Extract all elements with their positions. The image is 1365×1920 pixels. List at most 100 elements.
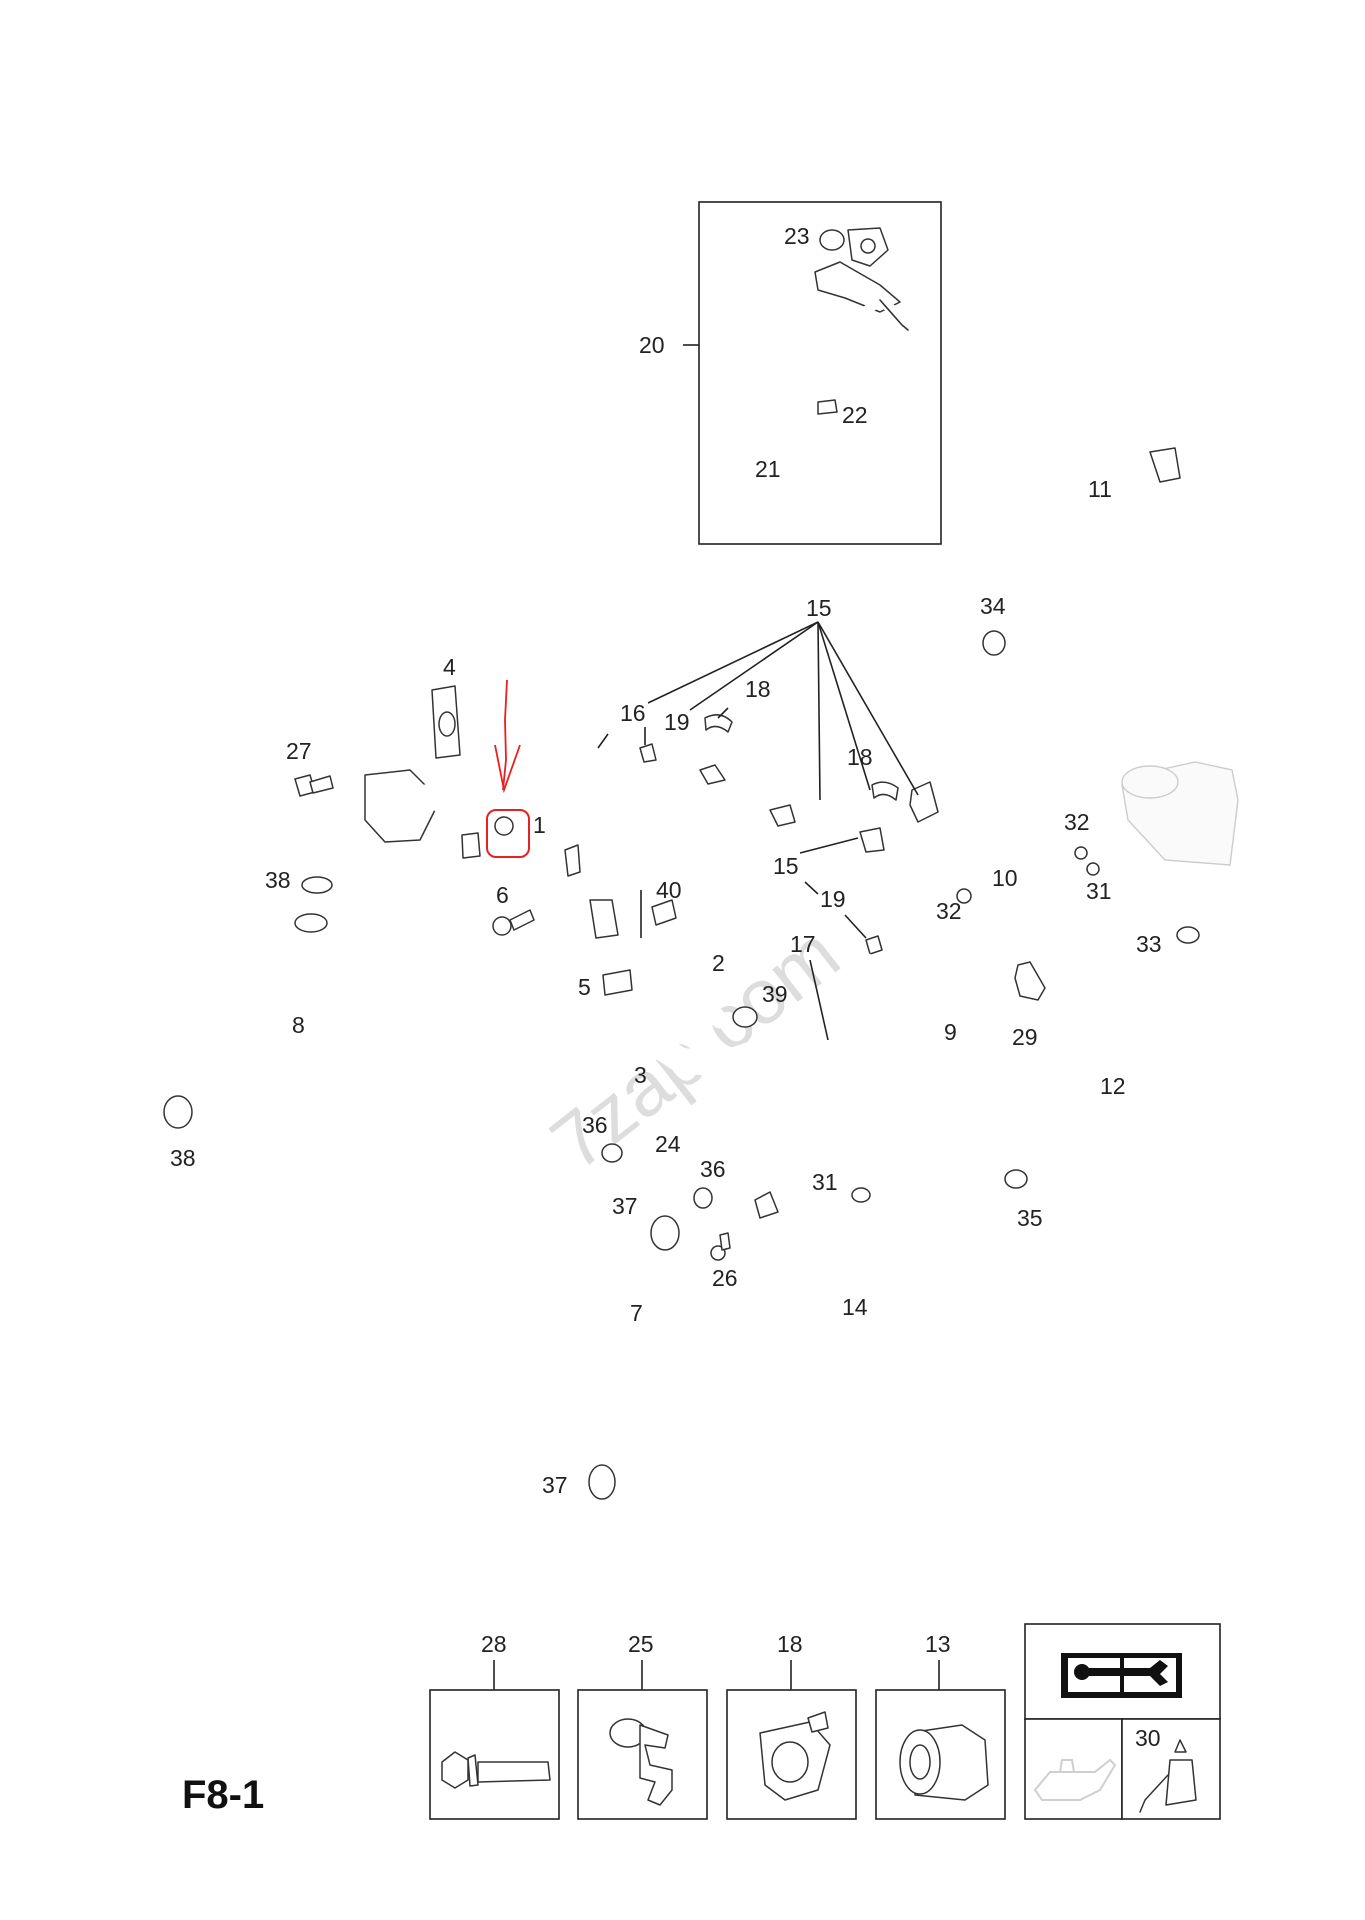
callout-35: 35 (1017, 1205, 1043, 1231)
pipe-15-icon (676, 751, 939, 934)
callout-18-mid: 18 (847, 744, 873, 770)
clamp-37-lower-icon (588, 1464, 616, 1500)
inset-box-20 (683, 201, 942, 545)
callout-10: 10 (992, 865, 1018, 891)
legend-sealant-box: 30 (1121, 1718, 1221, 1820)
clamp-37-upper-icon (650, 1215, 680, 1251)
callout-37-top: 37 (612, 1193, 638, 1219)
hose-3-icon (627, 992, 761, 1078)
callout-27: 27 (286, 738, 312, 764)
callout-36-right: 36 (700, 1156, 726, 1182)
callout-11: 11 (1088, 476, 1112, 502)
callout-17: 17 (790, 931, 816, 957)
callout-5: 5 (578, 974, 591, 1000)
hose-11-icon (1008, 447, 1181, 650)
callout-3: 3 (634, 1062, 647, 1088)
callout-12: 12 (1100, 1073, 1126, 1099)
callout-2: 2 (712, 950, 725, 976)
callout-23: 23 (784, 223, 810, 249)
bolt-27-icon (294, 774, 334, 797)
callout-31-right: 31 (1086, 878, 1112, 904)
bolt-6-icon (492, 909, 535, 936)
clamp-33-icon (1176, 926, 1200, 944)
callout-39: 39 (762, 981, 788, 1007)
callout-15-top: 15 (806, 595, 832, 621)
clip-18-mid-icon (871, 781, 899, 801)
legend-number-25: 25 (628, 1631, 654, 1657)
callout-8: 8 (292, 1012, 305, 1038)
strap-29-icon (1014, 961, 1046, 1001)
expansion-tank-icon (1121, 761, 1239, 866)
legend-number-18: 18 (777, 1631, 803, 1657)
clamp-31-left-icon (851, 1187, 871, 1203)
hose-12-icon (1051, 1029, 1201, 1149)
clamp-39-icon (732, 1006, 758, 1028)
callout-20: 20 (639, 332, 665, 358)
callout-29: 29 (1012, 1024, 1038, 1050)
clamp-31-right-icon (1086, 862, 1100, 876)
hose-24-icon (629, 1153, 697, 1194)
legend-box-25: 25 (577, 1631, 708, 1820)
legend-box-28: 28 (429, 1631, 560, 1820)
hose-8-icon (198, 913, 328, 1107)
callout-19-top: 19 (664, 709, 690, 735)
callout-38-top: 38 (265, 867, 291, 893)
sleeve-5-icon (602, 969, 633, 996)
legend-number-13: 13 (925, 1631, 951, 1657)
clamp-36-right-icon (693, 1187, 713, 1209)
callout-21: 21 (755, 456, 781, 482)
clamp-34-icon (982, 630, 1006, 656)
callout-24: 24 (655, 1131, 681, 1157)
callout-32-top: 32 (1064, 809, 1090, 835)
highlight-mark (486, 809, 530, 858)
callout-33: 33 (1136, 931, 1162, 957)
clamp-32-upper-icon (1074, 846, 1088, 860)
hose-10-icon (976, 854, 1072, 912)
callout-36-left: 36 (582, 1112, 608, 1138)
hose-21-icon (749, 439, 823, 537)
legend-oil-box (1024, 1718, 1123, 1820)
leader-lines (597, 621, 919, 1041)
clamp-35-icon (1004, 1169, 1028, 1189)
legend-box-18: 18 (726, 1631, 857, 1820)
clip-19-lower-icon (865, 935, 883, 955)
callout-22: 22 (842, 402, 868, 428)
legend-number-30: 30 (1135, 1725, 1161, 1751)
callout-19-mid: 19 (820, 886, 846, 912)
clamp-36-left-icon (601, 1143, 623, 1163)
callout-1: 1 (533, 812, 546, 838)
pipe-1-icon (313, 769, 619, 960)
clip-22-icon (817, 399, 838, 415)
bolt-26-icon (710, 1232, 731, 1261)
callout-9: 9 (944, 1019, 957, 1045)
callout-26: 26 (712, 1265, 738, 1291)
clamp-32-lower-icon (956, 888, 972, 904)
legend-number-28: 28 (481, 1631, 507, 1657)
sealant-bottle-icon (1139, 1739, 1197, 1813)
book-wrench-icon (1061, 1653, 1182, 1698)
callout-40: 40 (656, 877, 682, 903)
grommet-clip-icon (759, 1711, 831, 1801)
legend-manual-box (1024, 1623, 1221, 1720)
bolt-icon (441, 1751, 551, 1789)
pipe-9-icon (851, 871, 1064, 1194)
clamp-38-upper-icon (301, 876, 333, 894)
highlight-arrow (494, 679, 521, 794)
pipe-14-icon (724, 1191, 966, 1276)
callout-6: 6 (496, 882, 509, 908)
clip-icon (609, 1718, 673, 1806)
callout-14: 14 (842, 1294, 868, 1320)
legend-box-13: 13 (875, 1631, 1006, 1820)
hose-2-icon (663, 936, 729, 1029)
callout-18-top: 18 (745, 676, 771, 702)
oil-can-icon (1033, 1758, 1117, 1801)
callout-34: 34 (980, 593, 1006, 619)
page-code: F8-1 (182, 1773, 264, 1817)
callout-labels: 23 20 22 21 11 34 15 4 18 16 19 27 18 1 … (170, 223, 1162, 1498)
callout-37-low: 37 (542, 1472, 568, 1498)
clip-40-icon (651, 899, 677, 926)
bracket-23-icon (819, 227, 889, 267)
clip-18-upper-icon (704, 714, 733, 733)
pipe-20-icon (814, 261, 910, 365)
